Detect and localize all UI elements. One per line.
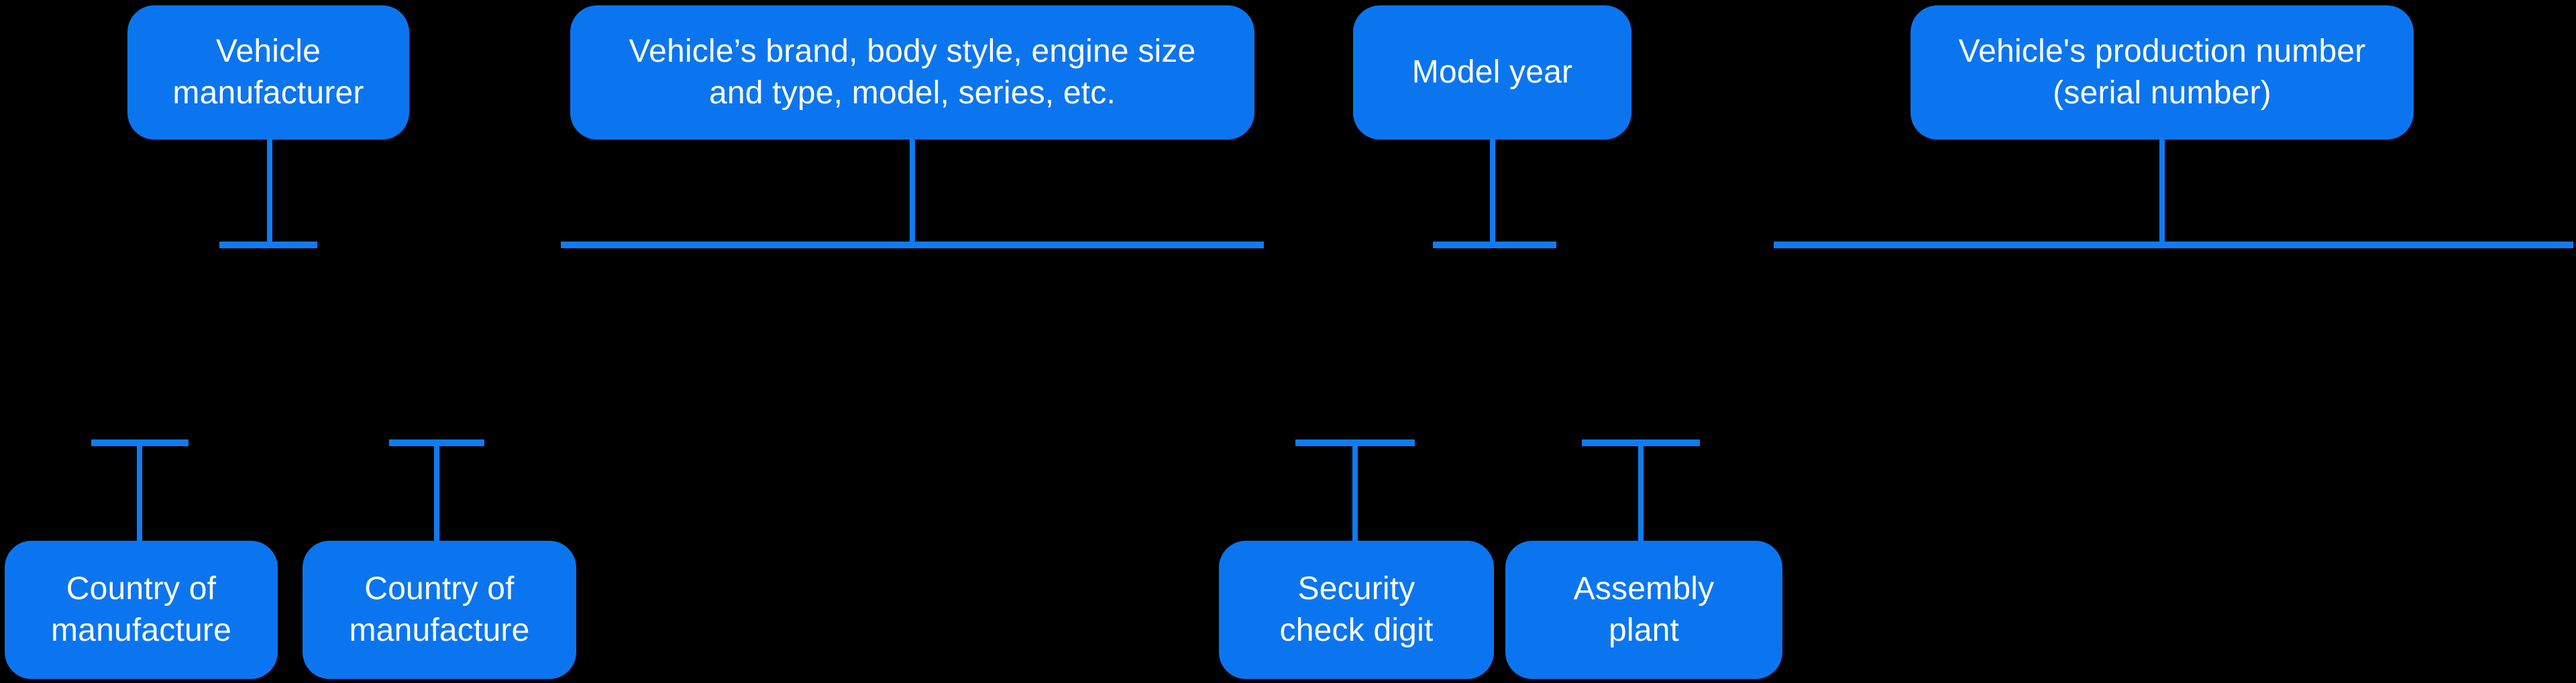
connector-production-number-stem: [2159, 138, 2165, 244]
connector-country-of-manufacture-1-stem: [137, 443, 142, 541]
connector-vehicle-attributes-stem: [910, 138, 915, 244]
connector-production-number-bar: [1774, 242, 2573, 248]
node-production-number: Vehicle's production number (serial numb…: [1911, 5, 2414, 140]
node-vehicle-manufacturer: Vehicle manufacturer: [127, 5, 409, 140]
node-country-of-manufacture-1: Country of manufacture: [5, 541, 278, 679]
node-country-of-manufacture-2: Country of manufacture: [303, 541, 576, 679]
connector-vehicle-manufacturer-bar: [219, 242, 317, 248]
node-model-year: Model year: [1353, 5, 1631, 140]
connector-assembly-plant-stem: [1638, 443, 1644, 541]
node-assembly-plant: Assembly plant: [1505, 541, 1782, 679]
connector-security-check-digit-stem: [1352, 443, 1358, 541]
connector-model-year-stem: [1490, 138, 1495, 244]
connector-country-of-manufacture-2-stem: [434, 443, 439, 541]
node-security-check-digit: Security check digit: [1219, 541, 1494, 679]
connector-model-year-bar: [1433, 242, 1556, 248]
node-vehicle-attributes: Vehicle’s brand, body style, engine size…: [570, 5, 1254, 140]
connector-vehicle-manufacturer-stem: [267, 138, 272, 244]
connector-vehicle-attributes-bar: [561, 242, 1264, 248]
